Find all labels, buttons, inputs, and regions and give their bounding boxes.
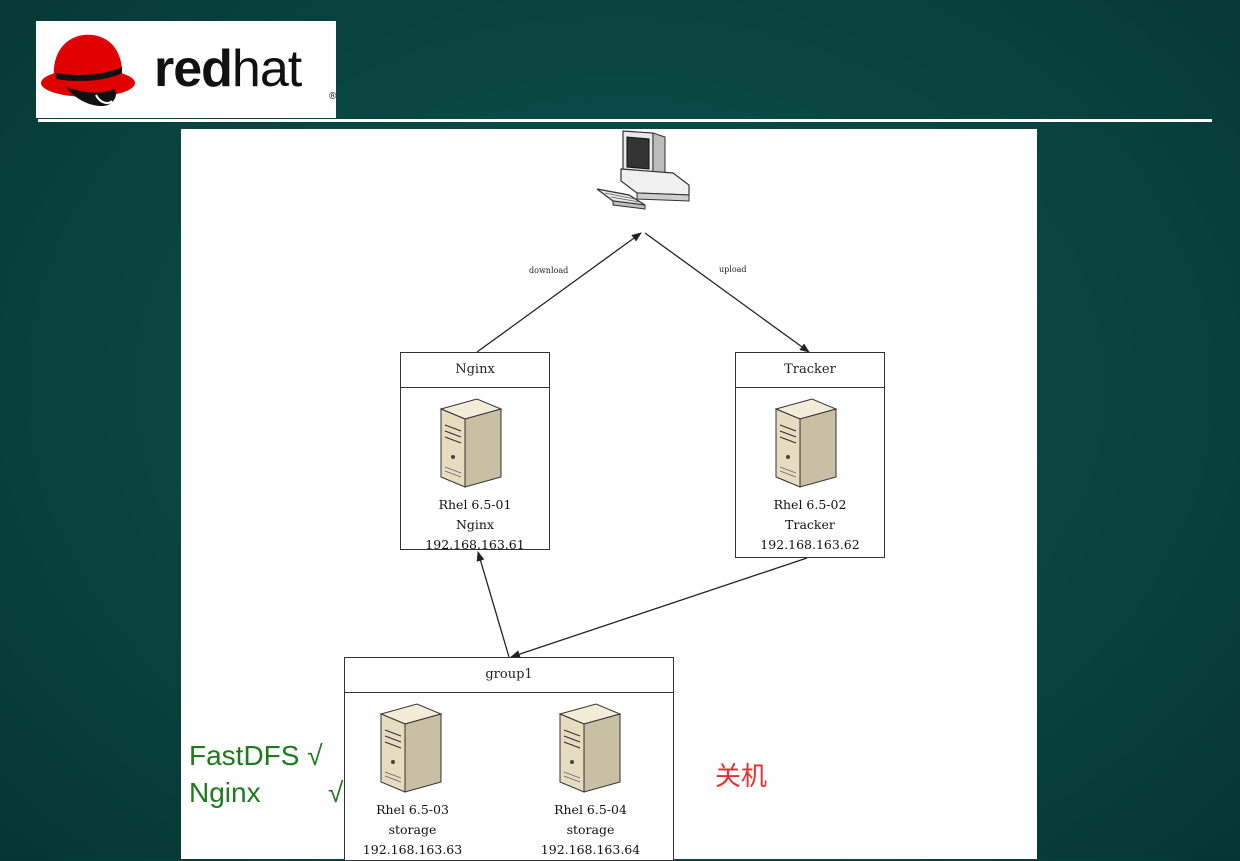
edge-client-to-tracker [644,232,810,353]
logo-word-hat: hat [231,40,302,98]
annotation-nginx-check: √ [328,777,344,808]
diagram-canvas: download upload Nginx [181,129,1037,861]
redhat-logo: redhat ® [36,21,336,118]
annotation-shutdown: 关机 [715,762,768,792]
edge-label-download: download [529,266,568,275]
server-ip: 192.168.163.63 [362,842,463,857]
nginx-node-title: Nginx [401,353,549,388]
server-role: storage [566,822,615,837]
server-icon [439,398,503,488]
header-divider [38,119,1212,122]
server-name: Rhel 6.5-01 [438,497,512,512]
tracker-node-label: Rhel 6.5-02 Tracker 192.168.163.62 [736,495,884,555]
server-role: Nginx [455,517,495,532]
edge-tracker-to-group [510,557,808,658]
logo-wordmark: redhat [154,40,302,98]
shadowman-icon [41,34,135,107]
logo-word-red: red [154,40,233,98]
nginx-node: Nginx Rhel 6.5-01 Nginx 192.168.163.61 [400,352,550,552]
server-ip: 192.168.163.61 [425,537,525,552]
server-ip: 192.168.163.62 [760,537,860,552]
annotation-fastdfs: FastDFS √ [189,740,323,771]
group1-node: group1 Rhel 6.5-03 storage 192. [344,657,674,861]
edge-group-to-nginx [476,551,510,658]
annotation-nginx: Nginx [189,777,261,808]
storage-node-label: Rhel 6.5-03 storage 192.168.163.63 [345,800,480,860]
server-role: storage [388,822,437,837]
storage-node-label: Rhel 6.5-04 storage 192.168.163.64 [523,800,658,860]
logo-registered-mark: ® [329,91,337,102]
server-icon [379,703,443,793]
edge-label-upload: upload [719,265,747,274]
tracker-node: Tracker Rhel 6.5-02 Tracker 192.168.163.… [735,352,885,558]
server-name: Rhel 6.5-04 [554,802,627,817]
diagram-edges: download upload [476,130,810,658]
group1-node-title: group1 [345,658,673,693]
server-name: Rhel 6.5-03 [376,802,449,817]
desktop-computer-icon [596,130,690,210]
server-name: Rhel 6.5-02 [773,497,847,512]
nginx-node-label: Rhel 6.5-01 Nginx 192.168.163.61 [401,495,549,555]
server-role: Tracker [785,517,835,532]
server-icon [558,703,622,793]
edge-nginx-to-client [476,232,642,353]
tracker-node-title: Tracker [736,353,884,388]
server-icon [774,398,838,488]
server-ip: 192.168.163.64 [540,842,641,857]
